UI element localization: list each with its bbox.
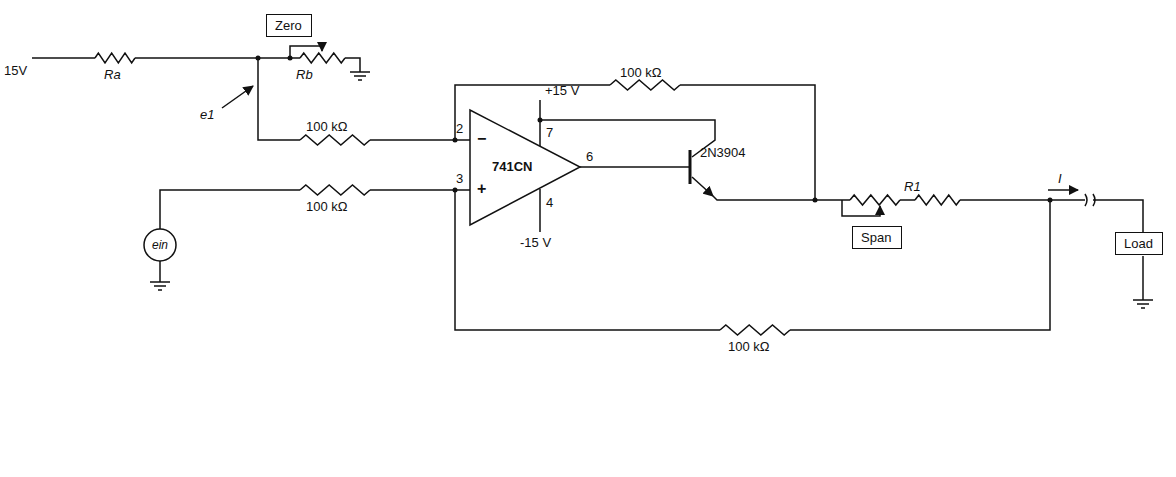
supply-label: -15 V [520, 236, 551, 250]
resistor-name: R1 [904, 180, 921, 194]
pin-number: 4 [546, 196, 553, 210]
ground-symbol [350, 72, 370, 80]
junction-dot [1048, 198, 1053, 203]
junction-dot [453, 188, 458, 193]
resistor-symbol [610, 80, 680, 90]
node-text: ein [144, 229, 176, 261]
supply-label: 15V [4, 64, 27, 78]
resistor-value: 100 kΩ [306, 120, 348, 134]
resistor-name: Rb [296, 68, 313, 82]
supply-label: +15 V [545, 84, 579, 98]
resistor-symbol [300, 53, 345, 63]
transistor-name: 2N3904 [700, 146, 746, 160]
junction-dot [453, 138, 458, 143]
current-label: I [1058, 172, 1062, 186]
resistor-name: Ra [104, 68, 121, 82]
resistor-symbol [915, 195, 960, 205]
junction-dot [813, 198, 818, 203]
signal-name: e1 [200, 108, 214, 122]
node-text: Span [861, 230, 891, 245]
resistor-symbol [300, 135, 370, 145]
load-box: Load [1115, 232, 1163, 255]
ground-symbol [1133, 300, 1153, 308]
resistor-symbol [720, 325, 790, 335]
resistor-symbol [95, 53, 135, 63]
voltage-source [144, 229, 176, 261]
opamp-outline [470, 110, 580, 225]
pin-number: 6 [586, 150, 593, 164]
ground-symbol [150, 282, 170, 290]
resistor-value: 100 kΩ [728, 340, 770, 354]
node-text: Zero [275, 18, 302, 33]
opamp-node: − +741CN [470, 110, 580, 225]
zero-adjust-box: Zero [266, 14, 312, 37]
span-adjust-box: Span [852, 226, 902, 249]
resistor-value: 100 kΩ [620, 66, 662, 80]
junction-dot [288, 56, 293, 61]
pin-number: 7 [546, 126, 553, 140]
junction-dot [256, 56, 261, 61]
resistor-value: 100 kΩ [306, 200, 348, 214]
pin-number: 2 [456, 122, 463, 136]
pin-number: 3 [456, 172, 463, 186]
resistor-symbol [300, 185, 370, 195]
node-text: Load [1124, 236, 1153, 251]
source-label-node: ein [144, 229, 176, 261]
resistor-symbol [850, 195, 900, 205]
node-text: + [477, 180, 486, 198]
junction-dot [538, 118, 543, 123]
node-text: − [477, 130, 486, 148]
node-text: 741CN [492, 159, 532, 174]
